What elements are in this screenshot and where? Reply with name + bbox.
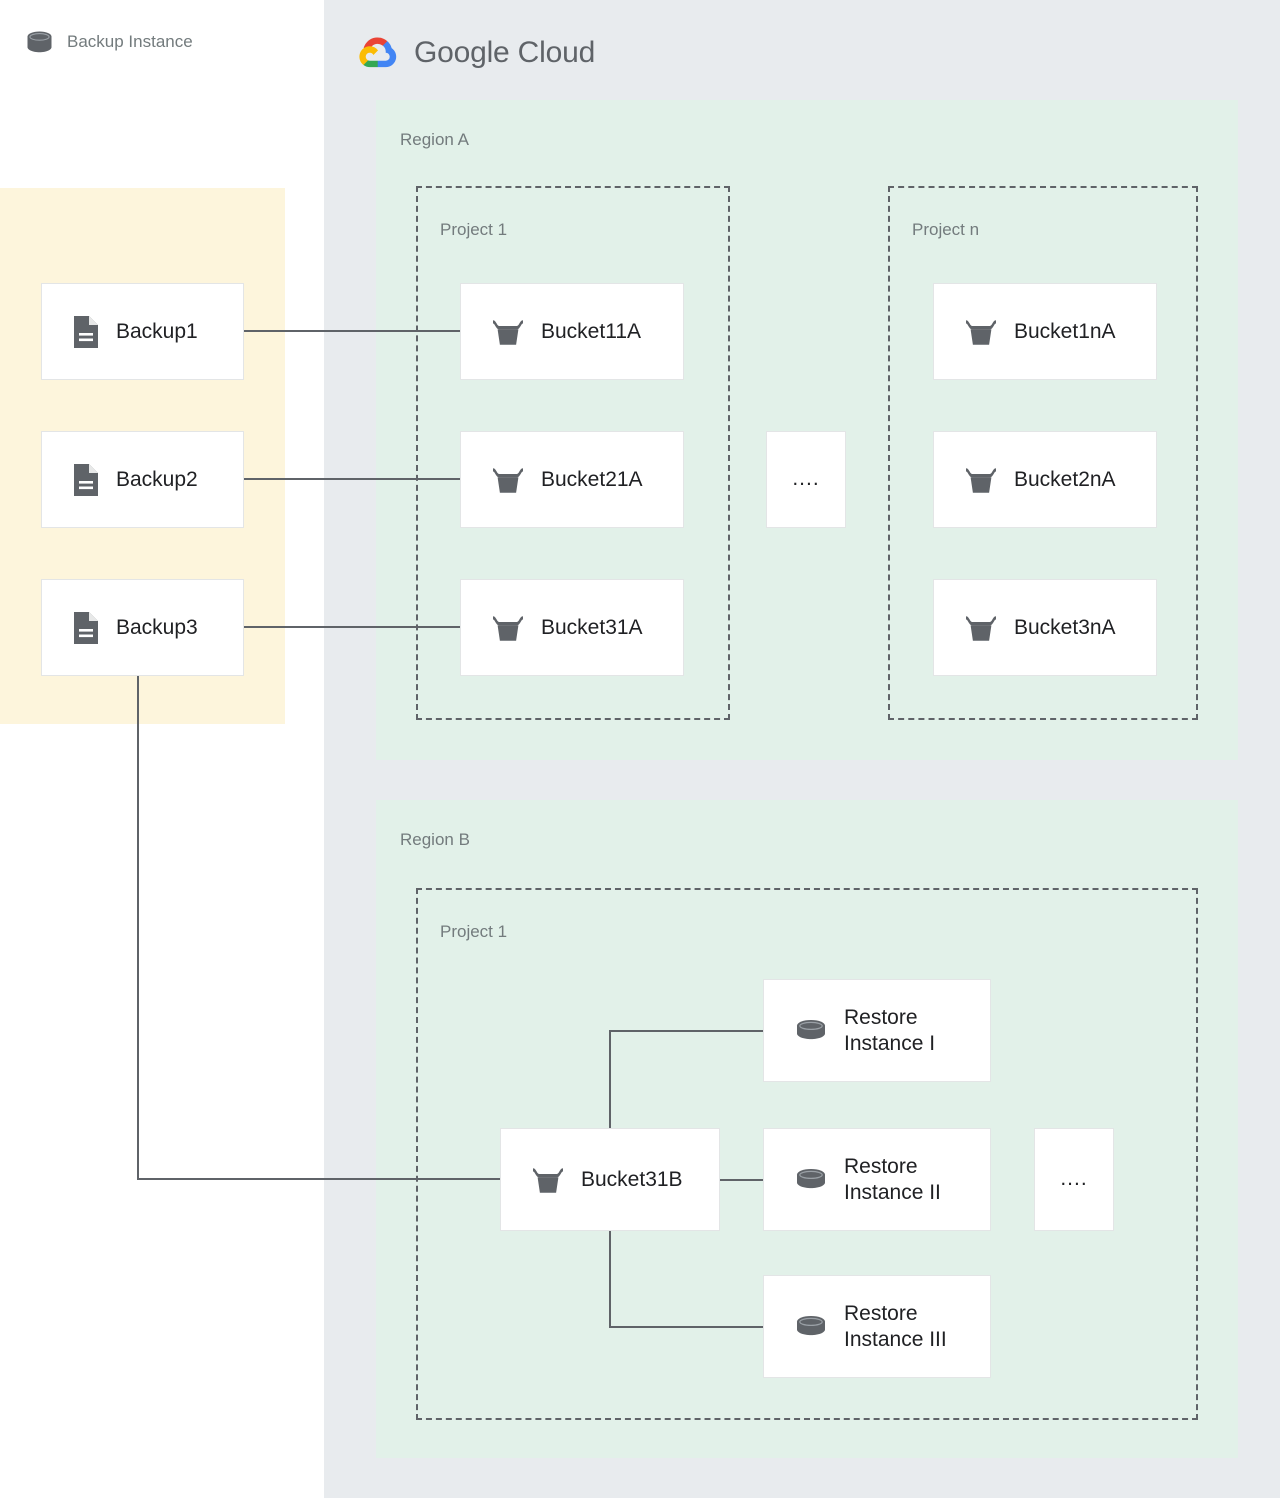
backup1-label: Backup1 bbox=[116, 319, 198, 343]
bucket3na-card[interactable]: Bucket3nA bbox=[933, 579, 1157, 676]
document-file-icon bbox=[72, 611, 100, 645]
storage-bucket-icon bbox=[531, 1165, 565, 1195]
bucket31a-card[interactable]: Bucket31A bbox=[460, 579, 684, 676]
bucket1na-label: Bucket1nA bbox=[1014, 319, 1116, 343]
document-file-icon bbox=[72, 463, 100, 497]
region-b-label: Region B bbox=[400, 830, 470, 849]
connector-backup1-bucket11a bbox=[244, 330, 460, 332]
backup3-card[interactable]: Backup3 bbox=[41, 579, 244, 676]
bucket21a-label: Bucket21A bbox=[541, 467, 643, 491]
connector-bucket31b-restore2-horizontal bbox=[720, 1179, 765, 1181]
restore-instance-2-label: Restore Instance II bbox=[844, 1154, 941, 1204]
google-cloud-wordmark: Google Cloud bbox=[414, 36, 596, 69]
project-1-region-b-container: Project 1 bbox=[416, 888, 1198, 1420]
region-b-ellipsis-card: .... bbox=[1034, 1128, 1114, 1231]
project-n-region-a-label: Project n bbox=[912, 220, 980, 239]
database-cylinder-icon bbox=[26, 30, 53, 54]
restore-instance-2-card[interactable]: Restore Instance II bbox=[763, 1128, 991, 1231]
bucket3na-label: Bucket3nA bbox=[1014, 615, 1116, 639]
project-1-region-a-container: Project 1 bbox=[416, 186, 730, 720]
connector-bucket31b-restore3-horizontal bbox=[609, 1326, 765, 1328]
restore-instance-1-card[interactable]: Restore Instance I bbox=[763, 979, 991, 1082]
bucket2na-card[interactable]: Bucket2nA bbox=[933, 431, 1157, 528]
storage-bucket-icon bbox=[964, 317, 998, 347]
bucket2na-label: Bucket2nA bbox=[1014, 467, 1116, 491]
bucket31b-label: Bucket31B bbox=[581, 1167, 683, 1191]
database-cylinder-icon bbox=[794, 1016, 828, 1046]
region-a-ellipsis-label: .... bbox=[792, 467, 820, 491]
storage-bucket-icon bbox=[964, 613, 998, 643]
connector-backup3-bucket31b-horizontal bbox=[137, 1178, 502, 1180]
database-cylinder-icon bbox=[794, 1312, 828, 1342]
region-a-ellipsis-card: .... bbox=[766, 431, 846, 528]
project-1-region-a-label: Project 1 bbox=[440, 220, 508, 239]
storage-bucket-icon bbox=[491, 613, 525, 643]
google-cloud-logo-icon bbox=[356, 34, 400, 72]
bucket31b-card[interactable]: Bucket31B bbox=[500, 1128, 720, 1231]
bucket11a-label: Bucket11A bbox=[541, 319, 642, 343]
storage-bucket-icon bbox=[491, 317, 525, 347]
bucket1na-card[interactable]: Bucket1nA bbox=[933, 283, 1157, 380]
storage-bucket-icon bbox=[964, 465, 998, 495]
restore-instance-3-label: Restore Instance III bbox=[844, 1301, 947, 1351]
connector-backup3-bucket31b-vertical bbox=[137, 676, 139, 1179]
google-cloud-brand: Google Cloud bbox=[356, 30, 595, 76]
project-1-region-b-label: Project 1 bbox=[440, 922, 508, 941]
connector-bucket31b-restore3-vertical bbox=[609, 1230, 611, 1328]
connector-bucket31b-restore1-horizontal bbox=[609, 1030, 765, 1032]
backup2-card[interactable]: Backup2 bbox=[41, 431, 244, 528]
database-cylinder-icon bbox=[794, 1165, 828, 1195]
bucket11a-card[interactable]: Bucket11A bbox=[460, 283, 684, 380]
backup-instance-title: Backup Instance bbox=[67, 32, 193, 51]
bucket21a-card[interactable]: Bucket21A bbox=[460, 431, 684, 528]
backup3-label: Backup3 bbox=[116, 615, 198, 639]
region-b-ellipsis-label: .... bbox=[1060, 1167, 1088, 1191]
backup-instance-header: Backup Instance bbox=[26, 30, 193, 54]
backup1-card[interactable]: Backup1 bbox=[41, 283, 244, 380]
storage-bucket-icon bbox=[491, 465, 525, 495]
restore-instance-1-label: Restore Instance I bbox=[844, 1005, 936, 1055]
connector-backup3-bucket31a bbox=[244, 626, 460, 628]
bucket31a-label: Bucket31A bbox=[541, 615, 643, 639]
restore-instance-3-card[interactable]: Restore Instance III bbox=[763, 1275, 991, 1378]
backup2-label: Backup2 bbox=[116, 467, 198, 491]
connector-backup2-bucket21a bbox=[244, 478, 460, 480]
connector-bucket31b-restore1-vertical bbox=[609, 1030, 611, 1130]
region-a-label: Region A bbox=[400, 130, 469, 149]
document-file-icon bbox=[72, 315, 100, 349]
project-n-region-a-container: Project n bbox=[888, 186, 1198, 720]
